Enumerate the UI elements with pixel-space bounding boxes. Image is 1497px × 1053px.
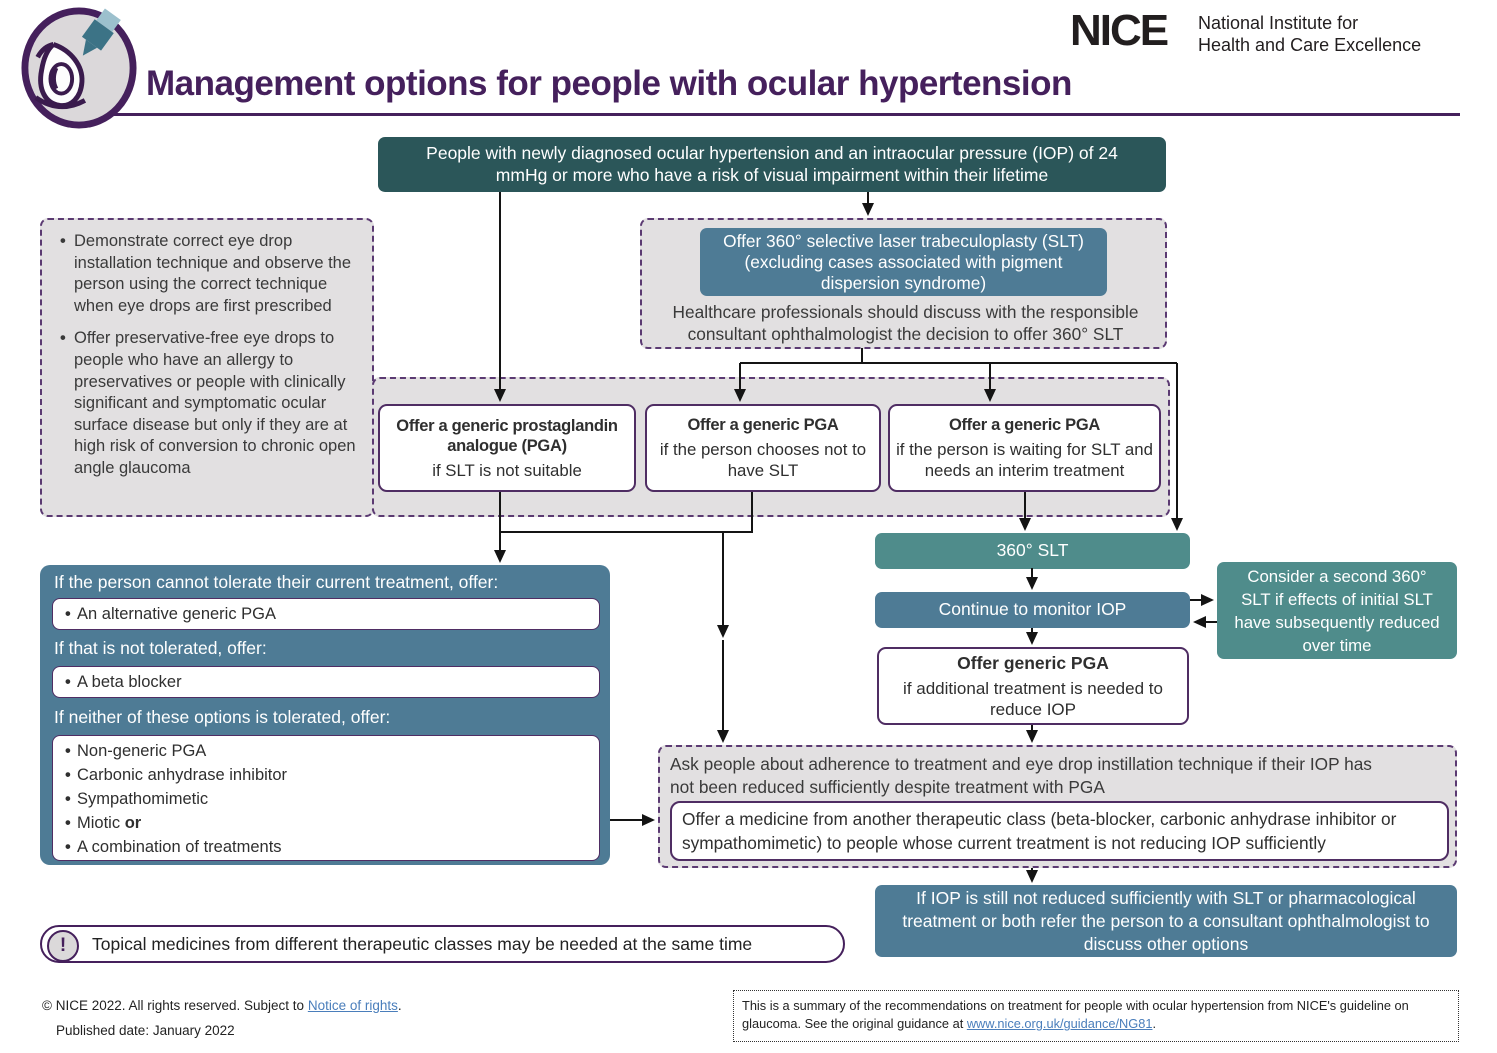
summary-period: . (1152, 1016, 1157, 1031)
node-other-therapeutic-class-text: Offer a medicine from another therapeuti… (682, 809, 1397, 853)
node-refer-consultant: If IOP is still not reduced sufficiently… (875, 885, 1457, 957)
nice-tagline-line2: Health and Care Excellence (1198, 34, 1422, 55)
node-offer-360-slt-text: Offer 360° selective laser trabeculoplas… (723, 230, 1084, 293)
node-pga-chooses-not: Offer a generic PGA if the person choose… (645, 404, 881, 492)
summary-note: This is a summary of the recommendations… (733, 990, 1459, 1042)
tolerance-option-2-text: A beta blocker (65, 670, 182, 694)
node-generic-pga-title: Offer generic PGA (957, 652, 1109, 673)
node-start-text: People with newly diagnosed ocular hyper… (426, 143, 1118, 185)
tolerance-intro-1: If the person cannot tolerate their curr… (54, 572, 499, 592)
slt-discussion-note: Healthcare professionals should discuss … (672, 302, 1139, 344)
copyright-text: © NICE 2022. All rights reserved. Subjec… (42, 998, 308, 1013)
node-pga-slt-not-suitable: Offer a generic prostaglandin analogue (… (378, 404, 636, 492)
adherence-text: Ask people about adherence to treatment … (670, 754, 1372, 797)
node-other-therapeutic-class: Offer a medicine from another therapeuti… (670, 801, 1449, 861)
node-pga1-title: Offer a generic prostaglandin analogue (… (396, 416, 618, 456)
eye-icon (34, 41, 87, 110)
panel-tolerance-options: If the person cannot tolerate their curr… (40, 565, 610, 865)
advice-bullet-list: Demonstrate correct eye drop installatio… (58, 231, 366, 480)
node-pga3-subtitle: if the person is waiting for SLT and nee… (896, 439, 1153, 480)
connector-slt-panel-split (740, 348, 1177, 364)
eye-drop-logo-icon (21, 7, 137, 129)
advice-bullet-1: Demonstrate correct eye drop installatio… (60, 231, 366, 317)
notice-of-rights-link[interactable]: Notice of rights (307, 998, 398, 1013)
panel-eye-drop-advice: Demonstrate correct eye drop installatio… (40, 218, 374, 517)
node-start-population: People with newly diagnosed ocular hyper… (378, 137, 1166, 192)
tolerance-intro-2: If that is not tolerated, offer: (54, 638, 267, 658)
published-date: Published date: January 2022 (56, 1023, 235, 1038)
node-offer-generic-pga: Offer generic PGA if additional treatmen… (877, 647, 1189, 725)
exclamation-icon: ! (47, 929, 79, 962)
tolerance-option-3-item: Non-generic PGA (65, 739, 287, 763)
dropper-bottle-icon (81, 8, 121, 56)
panel-slt-offer: Offer 360° selective laser trabeculoplas… (640, 218, 1167, 349)
nice-tagline: National Institute for Health and Care E… (1198, 13, 1421, 56)
summary-text: This is a summary of the recommendations… (742, 998, 1409, 1031)
panel-adherence: Ask people about adherence to treatment … (658, 745, 1457, 868)
title-underline (88, 113, 1460, 116)
node-pga2-subtitle: if the person chooses not to have SLT (659, 439, 867, 480)
node-generic-pga-subtitle: if additional treatment is needed to red… (903, 678, 1163, 719)
copyright-line: © NICE 2022. All rights reserved. Subjec… (42, 998, 402, 1013)
tolerance-option-3-item: Sympathomimetic (65, 787, 287, 811)
tolerance-option-3-item-miotic: Miotic or (65, 811, 287, 835)
node-pga2-title: Offer a generic PGA (687, 416, 839, 435)
tolerance-intro-3: If neither of these options is tolerated… (54, 707, 391, 727)
tolerance-option-3-list: Non-generic PGA Carbonic anhydrase inhib… (53, 739, 287, 859)
node-refer-consultant-text: If IOP is still not reduced sufficiently… (902, 887, 1430, 954)
node-second-slt-text: Consider a second 360° SLT if effects of… (1234, 566, 1440, 655)
tolerance-option-1-text: An alternative generic PGA (65, 602, 276, 626)
page-title: Management options for people with ocula… (146, 64, 1072, 103)
node-pga3-title: Offer a generic PGA (948, 416, 1101, 435)
node-pga-waiting: Offer a generic PGA if the person is wai… (888, 404, 1161, 492)
node-360-slt: 360° SLT (875, 533, 1190, 569)
tolerance-option-3-item: Carbonic anhydrase inhibitor (65, 763, 287, 787)
copyright-period: . (397, 998, 402, 1013)
advice-bullet-2: Offer preservative-free eye drops to peo… (60, 328, 366, 479)
warning-banner: ! Topical medicines from different thera… (40, 925, 845, 963)
tolerance-option-1: An alternative generic PGA (52, 598, 600, 630)
warning-text: Topical medicines from different therape… (92, 934, 753, 954)
tolerance-option-3-item: A combination of treatments (65, 835, 287, 859)
node-offer-360-slt: Offer 360° selective laser trabeculoplas… (700, 228, 1107, 296)
nice-tagline-line1: National Institute for (1198, 13, 1359, 33)
tolerance-option-2: A beta blocker (52, 666, 600, 698)
tolerance-option-3: Non-generic PGA Carbonic anhydrase inhib… (52, 735, 600, 861)
guidance-link[interactable]: www.nice.org.uk/guidance/NG81 (966, 1016, 1153, 1031)
miotic-or-text: or (124, 814, 142, 832)
node-pga1-subtitle: if SLT is not suitable (432, 460, 582, 480)
miotic-text: Miotic (77, 814, 121, 832)
node-monitor-iop: Continue to monitor IOP (875, 592, 1190, 628)
node-second-slt: Consider a second 360° SLT if effects of… (1217, 562, 1457, 659)
nice-wordmark: NICE (1070, 6, 1169, 55)
